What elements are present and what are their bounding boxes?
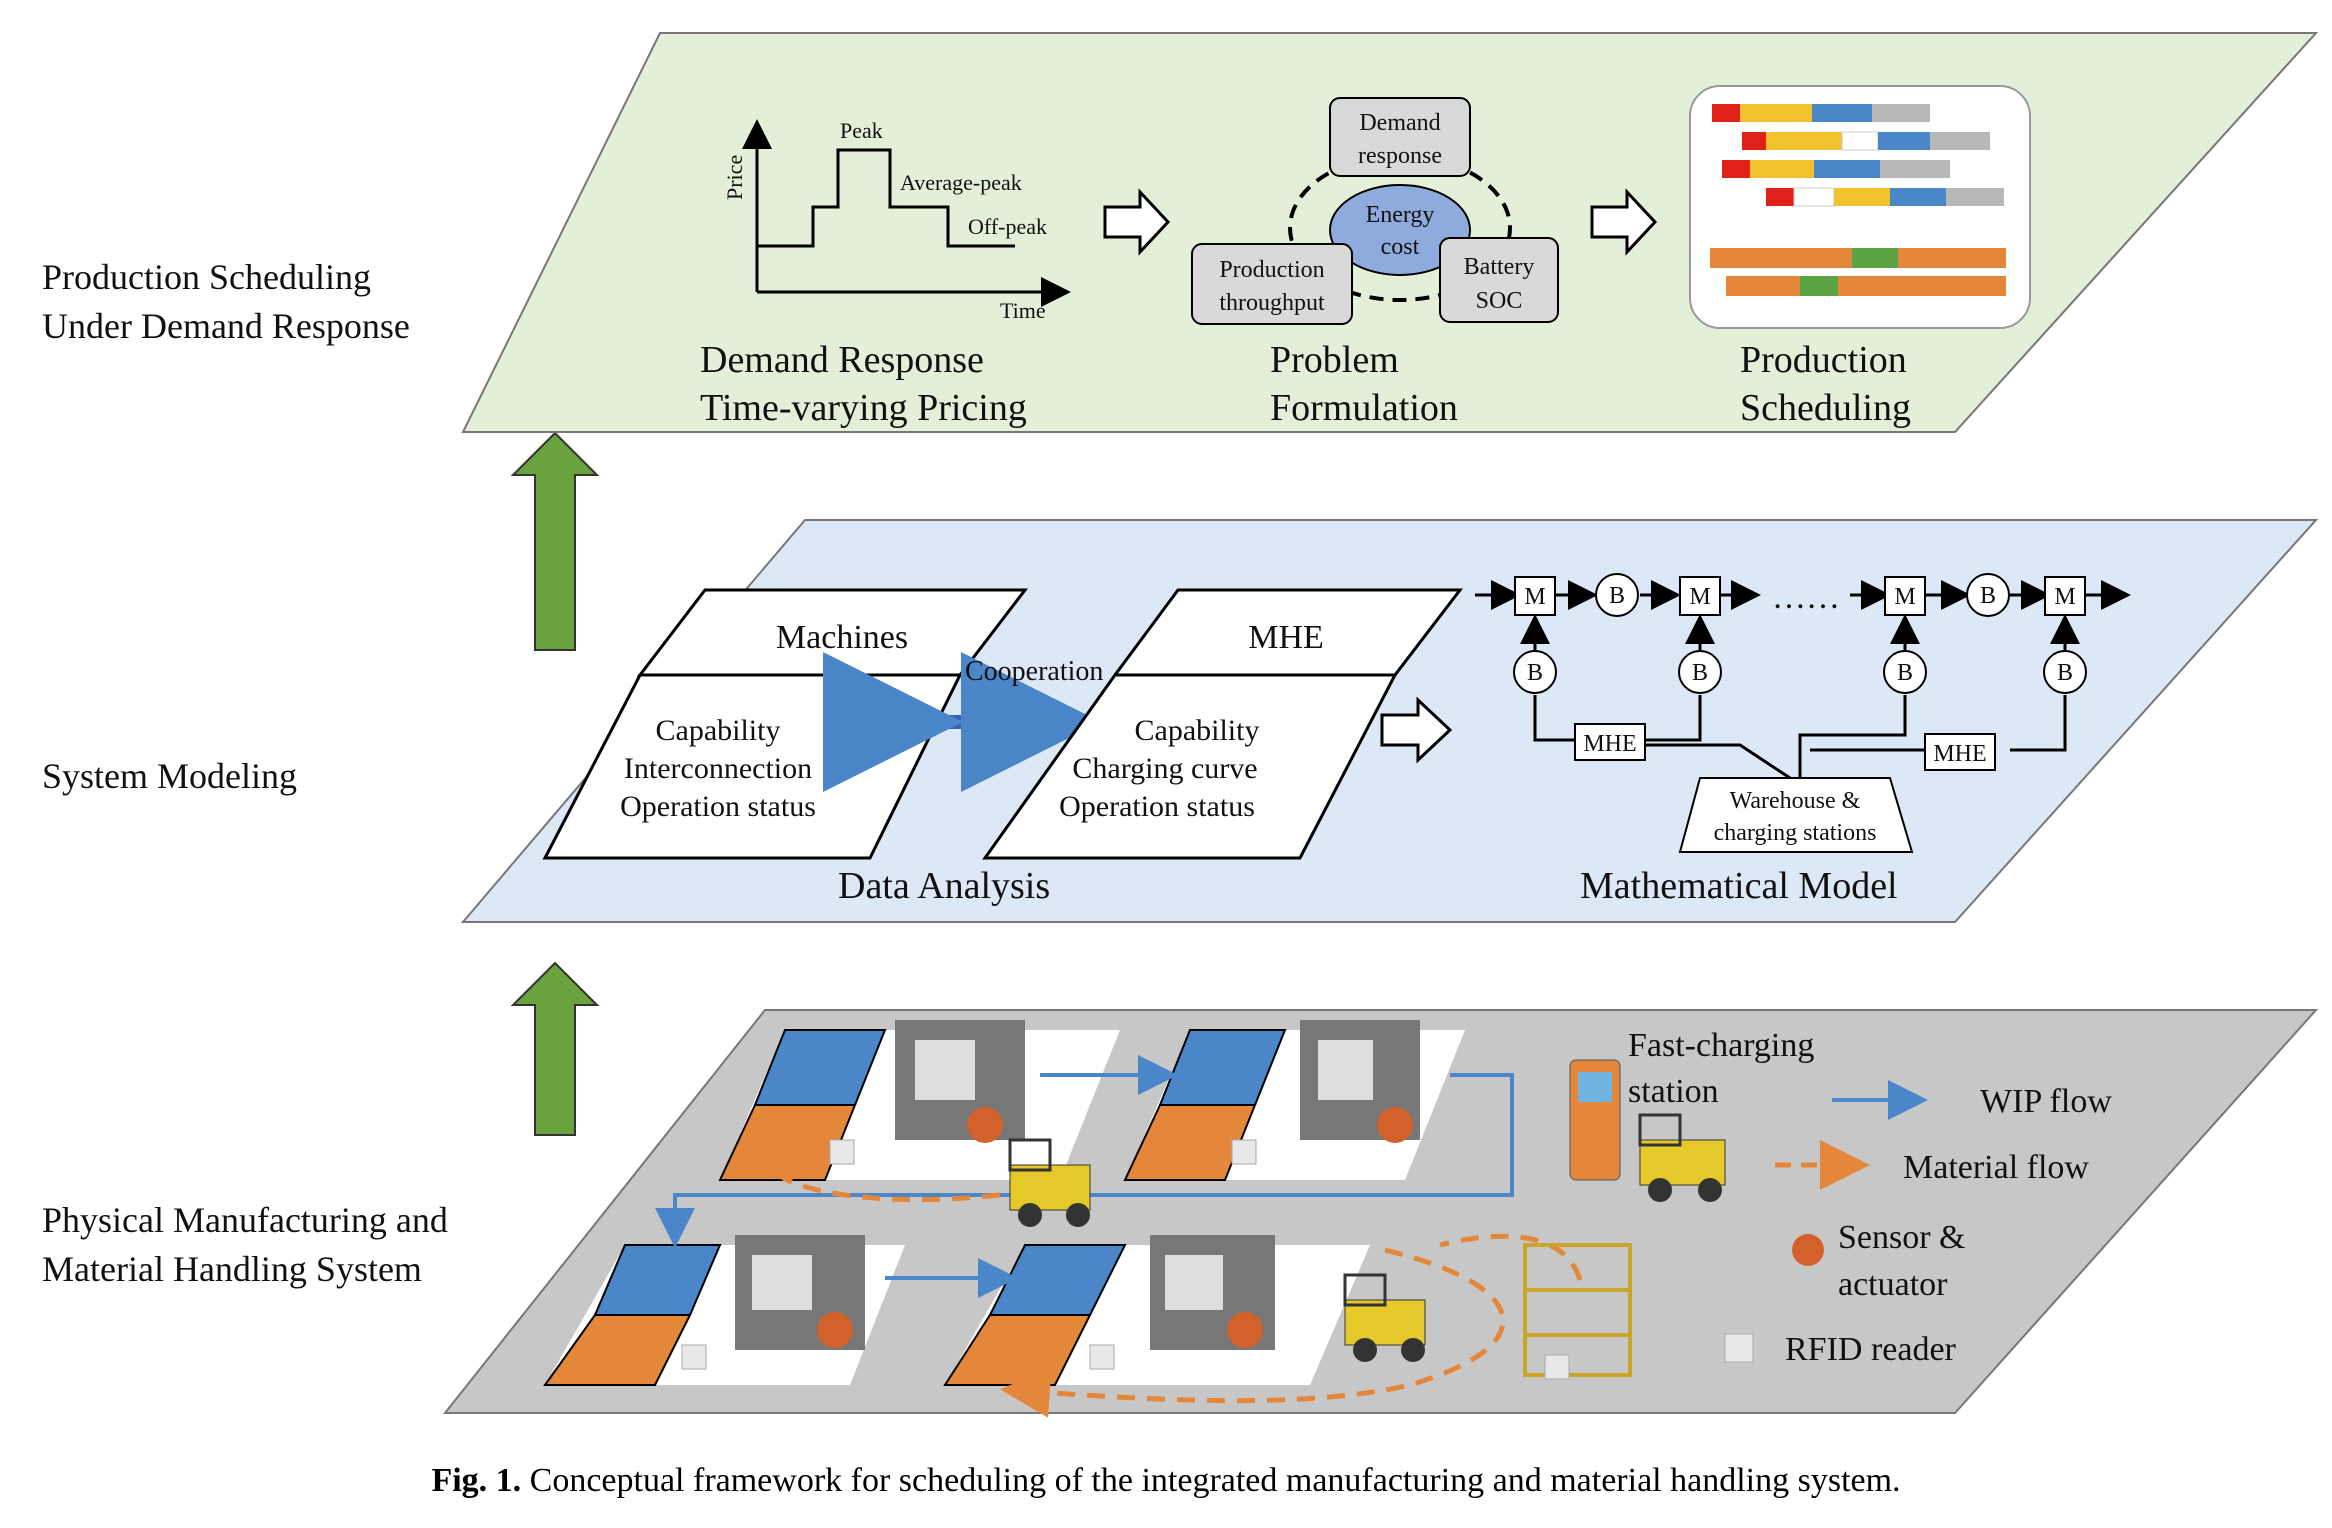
up-arrow-1	[510, 431, 600, 651]
problem-formulation: Demand response Energy cost Production t…	[1191, 97, 1559, 429]
svg-text:B: B	[1980, 583, 1996, 609]
svg-text:Price: Price	[722, 155, 747, 200]
math-model-nodes: M B M …… M B M B B B B MHE MHE Warehouse…	[1513, 573, 2087, 853]
svg-text:Fast-charging: Fast-charging	[1628, 1027, 1814, 1064]
svg-text:Demand: Demand	[1359, 110, 1440, 136]
svg-text:Material flow: Material flow	[1903, 1149, 2089, 1186]
forklift-icons	[1008, 1113, 1726, 1362]
figure-caption: Fig. 1. Conceptual framework for schedul…	[431, 1462, 1901, 1499]
svg-text:Charging curve: Charging curve	[1072, 752, 1257, 785]
math-model	[1475, 580, 2131, 780]
svg-text:Peak: Peak	[840, 118, 883, 143]
svg-text:RFID reader: RFID reader	[1785, 1331, 1957, 1368]
svg-text:Interconnection: Interconnection	[624, 752, 812, 785]
up-arrow-2	[510, 961, 600, 1136]
svg-text:MHE: MHE	[1248, 619, 1324, 656]
svg-text:M: M	[1894, 584, 1915, 610]
svg-text:Average-peak: Average-peak	[900, 170, 1022, 195]
svg-text:Battery: Battery	[1464, 254, 1535, 280]
svg-text:Capability: Capability	[656, 714, 781, 747]
svg-text:Production: Production	[1740, 339, 1907, 381]
svg-text:B: B	[1527, 660, 1543, 686]
svg-text:Operation status: Operation status	[1059, 790, 1255, 823]
svg-text:charging stations: charging stations	[1714, 820, 1877, 846]
hollow-arrow-2	[1590, 188, 1658, 256]
svg-text:WIP flow: WIP flow	[1980, 1083, 2112, 1120]
svg-text:B: B	[2057, 660, 2073, 686]
workstation-4	[943, 1235, 1370, 1386]
material-flow-path	[772, 1168, 1583, 1418]
svg-text:actuator: actuator	[1838, 1266, 1948, 1303]
svg-text:M: M	[1524, 584, 1545, 610]
svg-text:M: M	[2054, 584, 2075, 610]
svg-text:station: station	[1628, 1073, 1719, 1110]
svg-text:B: B	[1609, 583, 1625, 609]
svg-text:Scheduling: Scheduling	[1740, 387, 1911, 429]
layer-label-modeling: System Modeling	[42, 756, 298, 796]
svg-text:cost: cost	[1381, 234, 1420, 260]
wip-flow-arrows	[655, 1055, 1514, 1298]
svg-text:Time-varying Pricing: Time-varying Pricing	[700, 387, 1027, 429]
svg-text:Cooperation: Cooperation	[965, 656, 1103, 687]
svg-text:MHE: MHE	[1583, 731, 1636, 757]
mhe-box: MHE Capability Charging curve Operation …	[982, 588, 1464, 860]
workstation-1	[718, 1020, 1120, 1181]
svg-text:Machines: Machines	[776, 619, 908, 656]
svg-text:Sensor &: Sensor &	[1838, 1219, 1966, 1256]
svg-text:Off-peak: Off-peak	[968, 214, 1047, 239]
svg-text:Demand Response: Demand Response	[700, 339, 984, 381]
svg-text:Production: Production	[1219, 257, 1324, 283]
svg-text:Capability: Capability	[1135, 714, 1260, 747]
svg-text:SOC: SOC	[1476, 288, 1523, 314]
svg-text:Mathematical Model: Mathematical Model	[1580, 865, 1898, 907]
svg-text:Warehouse &: Warehouse &	[1730, 788, 1861, 814]
svg-text:response: response	[1358, 143, 1442, 169]
svg-text:……: ……	[1772, 579, 1840, 616]
pricing-chart: Price Peak Average-peak Off-peak Time De…	[700, 118, 1071, 429]
framework-diagram: Price Peak Average-peak Off-peak Time De…	[442, 32, 2319, 1418]
svg-text:Energy: Energy	[1366, 202, 1435, 228]
hollow-arrow-1	[1103, 188, 1171, 256]
charging-station-icon	[1569, 1059, 1621, 1181]
svg-text:B: B	[1897, 660, 1913, 686]
workstation-3	[543, 1235, 905, 1386]
gantt-chart: Production Scheduling	[1689, 85, 2031, 429]
svg-text:throughput: throughput	[1219, 290, 1325, 316]
sensor-legend-icon	[1792, 1234, 1824, 1266]
workstation-2	[1123, 1020, 1465, 1181]
svg-text:Data Analysis: Data Analysis	[838, 865, 1050, 907]
svg-text:Operation status: Operation status	[620, 790, 816, 823]
svg-text:MHE: MHE	[1933, 741, 1986, 767]
svg-text:Time: Time	[1000, 298, 1046, 323]
storage-rack-icon	[1523, 1243, 1632, 1377]
svg-text:Formulation: Formulation	[1270, 387, 1458, 429]
svg-text:B: B	[1692, 660, 1708, 686]
rfid-legend-icon	[1724, 1333, 1754, 1363]
hollow-arrow-3	[1380, 696, 1453, 764]
svg-text:Problem: Problem	[1270, 339, 1399, 381]
svg-text:M: M	[1689, 584, 1710, 610]
